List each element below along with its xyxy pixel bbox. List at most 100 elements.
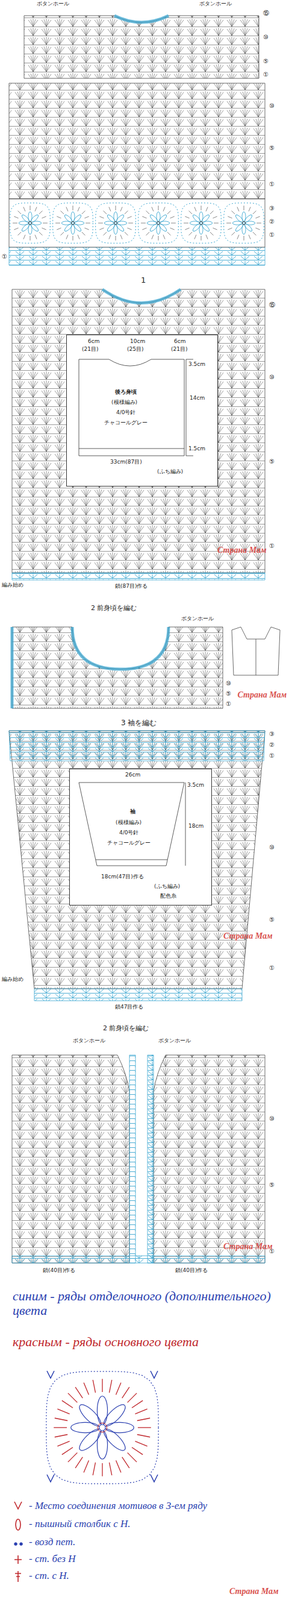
chart-label: ⑩ [268, 102, 276, 109]
stitch-mark [134, 1439, 147, 1445]
chart-label: ⑩ [268, 1113, 276, 1121]
schematic-text: (21目) [170, 346, 188, 353]
motif-outline [10, 202, 51, 244]
stitch-mark [127, 1391, 137, 1401]
motif-petal [31, 220, 42, 225]
stitch-mark [205, 206, 208, 211]
motif-petal [18, 220, 29, 225]
stitch-mark [30, 235, 31, 241]
chart-label: 鎖(87目)作る [114, 582, 149, 589]
edging-band [72, 626, 169, 669]
chart-label: ① [262, 71, 270, 78]
piece-outline [78, 781, 186, 865]
stitch-mark [68, 1451, 78, 1461]
stitch-mark [231, 231, 236, 236]
stitch-symbol [14, 1540, 23, 1544]
stitch-mark [122, 1385, 130, 1397]
stitch-mark [131, 1445, 143, 1453]
schematic-text: 後ろ身頃 [114, 388, 137, 395]
motif-petal [96, 1394, 108, 1424]
stitch-mark [201, 205, 202, 211]
motif-petal [149, 213, 159, 224]
stitch-mark [116, 1458, 122, 1471]
edging-band [102, 289, 181, 303]
schematic-text: 26cm [125, 771, 141, 778]
stitch-mark [140, 222, 146, 224]
schematic-text: チャコールグレー [107, 839, 151, 846]
chart-label: ① [268, 231, 276, 238]
motif-petal [243, 222, 253, 232]
stitch-mark [146, 210, 150, 215]
motif-petal [29, 222, 40, 232]
motif-petal [113, 223, 118, 235]
motif-petal [192, 222, 202, 232]
stitch-mark [210, 231, 214, 236]
stitch-mark [57, 1407, 70, 1412]
stitch-mark [169, 216, 175, 218]
schematic-outline [66, 334, 218, 486]
schematic-text: 10cm [130, 338, 146, 345]
stitch-mark [18, 210, 22, 215]
stitch-mark [167, 231, 171, 236]
chart-label: ボタンホール [72, 1036, 106, 1043]
stitch-mark [72, 205, 74, 211]
stitch-mark [248, 234, 251, 239]
edging-band [10, 626, 14, 708]
motif-petal [114, 222, 125, 232]
stitch-mark [62, 1398, 73, 1406]
stitch-mark [231, 210, 236, 215]
garment-sketch [231, 626, 280, 675]
motif-petal [157, 222, 168, 232]
stitch-mark [128, 222, 134, 224]
stitch-mark [54, 1416, 68, 1419]
stitch-mark [205, 234, 208, 239]
stitch-mark [77, 206, 80, 211]
stitch-mark [84, 216, 89, 218]
motif-petal [100, 1423, 129, 1452]
chart-label: ⑤ [268, 144, 276, 152]
edging-rows [9, 246, 265, 265]
stitch-mark [77, 234, 80, 239]
stitch-mark [108, 1460, 112, 1474]
chart-label: ③ [268, 729, 276, 737]
schematic-text: (ふち編み) [157, 468, 184, 475]
crochet-chart [153, 1053, 265, 1262]
schematic-text: (模様編み) [115, 818, 142, 825]
stitch-mark [184, 227, 190, 230]
motif-center [28, 220, 32, 224]
crochet-chart [12, 1053, 130, 1262]
stitch-mark [68, 1391, 78, 1401]
stitch-mark [18, 231, 22, 236]
motif-petal [149, 222, 159, 232]
schematic-text: (模様編み) [111, 399, 138, 406]
stitch-mark [41, 216, 46, 218]
stitch-mark [255, 227, 260, 230]
piece-outline [78, 358, 194, 456]
chart-label: ① [268, 180, 276, 188]
handwritten-note: красным - ряды основного цвета [12, 1333, 279, 1348]
stitch-mark [75, 1455, 83, 1467]
chart-label: ⑤ [268, 1180, 276, 1187]
schematic-text: 4/0号針 [116, 409, 136, 416]
stitch-mark [226, 222, 232, 224]
stitch-mark [13, 227, 19, 230]
chart-label: ① [268, 751, 276, 759]
schematic-text: 6cm [174, 338, 186, 345]
stitch-mark [163, 206, 165, 211]
motif-petal [106, 222, 117, 232]
edging-rows [12, 571, 265, 580]
motif-petal [96, 1428, 108, 1458]
stitch-mark [103, 210, 108, 215]
motif-petal [146, 220, 158, 225]
crochet-chart [24, 15, 259, 79]
stitch-mark [56, 216, 61, 218]
motif-petal [199, 211, 203, 222]
motif-petal [29, 213, 40, 224]
edging-rows [9, 729, 265, 760]
chart-label: ⑤ [225, 689, 232, 697]
stitch-mark [103, 231, 108, 236]
stitch-mark [252, 210, 257, 215]
motif-petal [106, 213, 117, 224]
chart-label: 1 [140, 275, 147, 285]
motif-outline [95, 202, 137, 244]
